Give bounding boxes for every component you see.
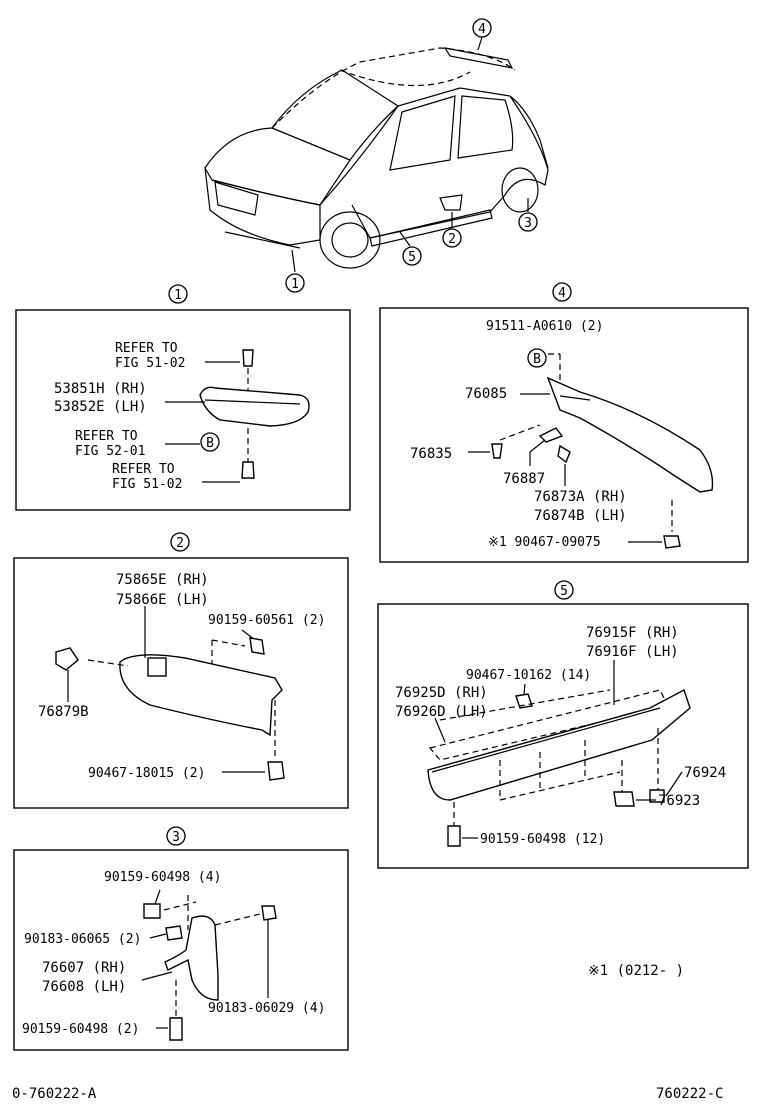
screw-icon bbox=[267, 761, 285, 781]
part-76916f: 76916F (LH) bbox=[586, 644, 679, 660]
svg-text:5: 5 bbox=[560, 584, 568, 599]
bolt-90159-60498-bottom: 90159-60498 (2) bbox=[22, 1022, 139, 1037]
car-callout-5: 5 bbox=[402, 246, 422, 266]
part-76835: 76835 bbox=[410, 446, 452, 462]
part-76879b: 76879B bbox=[38, 704, 89, 720]
screw-90467-10162: 90467-10162 (14) bbox=[466, 668, 591, 683]
car-illustration bbox=[204, 36, 549, 273]
svg-text:B: B bbox=[533, 352, 541, 367]
svg-text:2: 2 bbox=[176, 536, 184, 551]
box-5-content: 76915F (RH) 76916F (LH) 90467-10162 (14)… bbox=[395, 625, 726, 847]
part-76923: 76923 bbox=[658, 793, 700, 809]
box-2-frame bbox=[13, 557, 349, 809]
car-callout-2: 2 bbox=[442, 228, 462, 248]
clip-90183-06065: 90183-06065 (2) bbox=[24, 932, 141, 947]
bolt-90159-60498-top: 90159-60498 (4) bbox=[104, 870, 221, 885]
svg-text:4: 4 bbox=[558, 286, 566, 301]
part-75866e: 75866E (LH) bbox=[116, 592, 209, 608]
refer-to-label: REFER TO bbox=[112, 462, 175, 477]
part-76926d: 76926D (LH) bbox=[395, 704, 488, 720]
bolt-90159-60561: 90159-60561 (2) bbox=[208, 613, 325, 628]
code-left: 0-760222-A bbox=[12, 1086, 97, 1102]
callout-b bbox=[527, 348, 547, 368]
fig-51-02-label: FIG 51-02 bbox=[112, 477, 182, 492]
clip-icon bbox=[165, 925, 183, 941]
clip-76873-icon bbox=[557, 444, 571, 464]
part-53852e: 53852E (LH) bbox=[54, 399, 147, 415]
nut-90183-06029: 90183-06029 (4) bbox=[208, 1001, 325, 1016]
mud-flap-icon bbox=[164, 915, 219, 1001]
car-callout-3: 3 bbox=[518, 212, 538, 232]
part-76607: 76607 (RH) bbox=[42, 960, 126, 976]
box-5-callout: 5 bbox=[554, 580, 574, 600]
pad-76887-icon bbox=[538, 427, 564, 443]
svg-text:2: 2 bbox=[448, 232, 456, 247]
box-4-callout: 4 bbox=[552, 282, 572, 302]
note-90467-09075: ※1 90467-09075 bbox=[488, 535, 601, 550]
box-3-frame bbox=[13, 849, 349, 1051]
screw-90467-18015: 90467-18015 (2) bbox=[88, 766, 205, 781]
bolt-icon bbox=[447, 825, 461, 847]
callout-b bbox=[200, 432, 220, 452]
box-3-content: 90159-60498 (4) 90183-06065 (2) 76607 (R… bbox=[22, 870, 325, 1041]
box-2-callout: 2 bbox=[170, 532, 190, 552]
part-76925d: 76925D (RH) bbox=[395, 685, 488, 701]
part-76085: 76085 bbox=[465, 386, 507, 402]
clip-bottom-icon bbox=[241, 461, 255, 479]
svg-text:1: 1 bbox=[291, 277, 299, 292]
box-3-callout: 3 bbox=[166, 826, 186, 846]
car-callout-1: 1 bbox=[285, 273, 305, 293]
mudguard-slot-icon bbox=[147, 657, 167, 677]
box-4-content: 91511-A0610 (2) B 76085 76835 76887 7687… bbox=[410, 319, 714, 550]
svg-text:1: 1 bbox=[174, 288, 182, 303]
part-76915f: 76915F (RH) bbox=[586, 625, 679, 641]
rear-spoiler-icon bbox=[546, 376, 714, 493]
box-1-frame bbox=[15, 309, 351, 511]
box-1-callout: 1 bbox=[168, 284, 188, 304]
code-right: 760222-C bbox=[656, 1086, 723, 1102]
bolt-icon bbox=[249, 637, 265, 655]
svg-text:5: 5 bbox=[408, 250, 416, 265]
part-76608: 76608 (LH) bbox=[42, 979, 126, 995]
svg-text:3: 3 bbox=[172, 830, 180, 845]
part-53851h: 53851H (RH) bbox=[54, 381, 147, 397]
fig-51-02-label: FIG 51-02 bbox=[115, 356, 185, 371]
screw-91511: 91511-A0610 (2) bbox=[486, 319, 603, 334]
refer-to-label: REFER TO bbox=[115, 341, 178, 356]
box-2-content: 75865E (RH) 75866E (LH) 90159-60561 (2) … bbox=[38, 572, 325, 781]
fig-52-01-label: FIG 52-01 bbox=[75, 444, 145, 459]
side-mudguard-icon bbox=[119, 654, 283, 737]
screw-icon bbox=[515, 693, 533, 709]
svg-text:3: 3 bbox=[524, 216, 532, 231]
part-76924: 76924 bbox=[684, 765, 726, 781]
nut-icon bbox=[261, 905, 277, 921]
bolt-icon bbox=[169, 1017, 183, 1041]
bolt-90159-60498: 90159-60498 (12) bbox=[480, 832, 605, 847]
part-75865e: 75865E (RH) bbox=[116, 572, 209, 588]
part-76887: 76887 bbox=[503, 471, 545, 487]
clip-76923-icon bbox=[613, 791, 635, 807]
clip-top-icon bbox=[242, 349, 254, 367]
footnote: ※1 (0212- ) bbox=[588, 963, 684, 979]
clip-76879b-icon bbox=[55, 647, 79, 671]
nut-90467-icon bbox=[663, 535, 681, 549]
box-4-frame bbox=[379, 307, 749, 563]
clip-76924-icon bbox=[649, 789, 665, 803]
part-76874b: 76874B (LH) bbox=[534, 508, 627, 524]
part-76873a: 76873A (RH) bbox=[534, 489, 627, 505]
car-callout-4: 4 bbox=[472, 18, 492, 38]
box-1-content: REFER TO FIG 51-02 53851H (RH) 53852E (L… bbox=[54, 341, 310, 492]
svg-text:B: B bbox=[206, 436, 214, 451]
bolt-icon bbox=[143, 903, 161, 919]
refer-to-label: REFER TO bbox=[75, 429, 138, 444]
box-5-frame bbox=[377, 603, 749, 869]
clip-76835-icon bbox=[491, 443, 503, 459]
svg-text:4: 4 bbox=[478, 22, 486, 37]
front-spoiler-part-icon bbox=[199, 386, 310, 427]
